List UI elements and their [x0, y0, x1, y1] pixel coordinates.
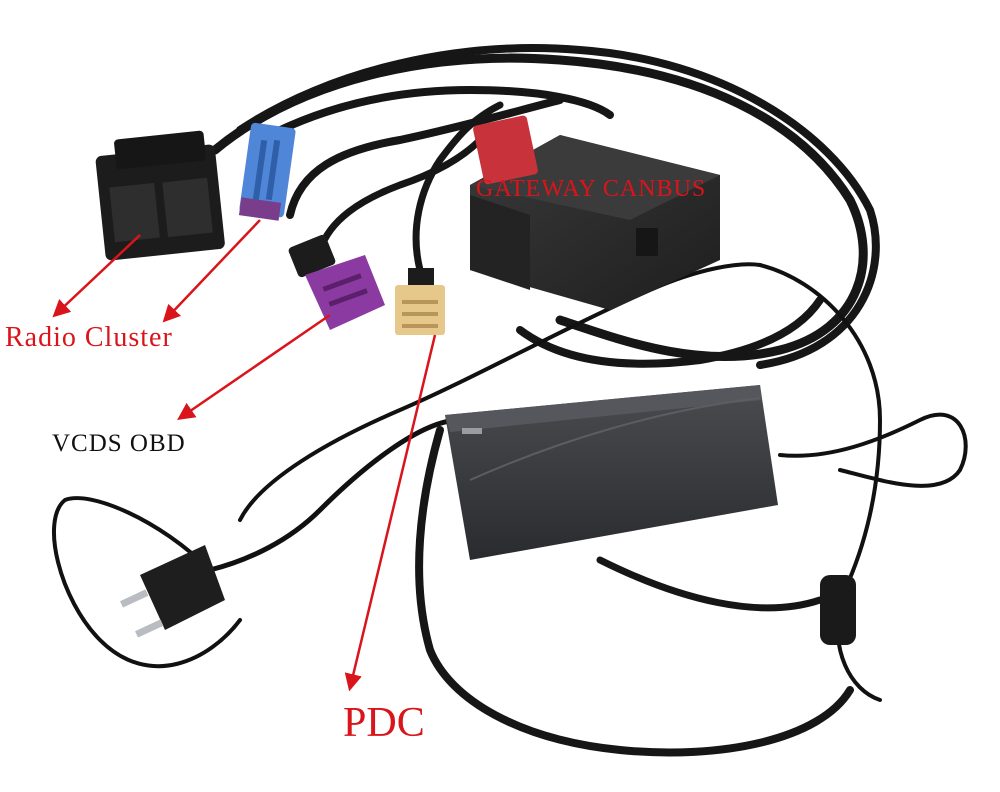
gateway-module [470, 115, 720, 310]
purple-obd-connector [288, 234, 385, 330]
yellow-pdc-connector [395, 268, 445, 335]
blue-connector [238, 122, 296, 221]
plug-icon [120, 545, 225, 638]
black-quadlock-connector [95, 130, 225, 261]
power-cord [52, 262, 968, 702]
pdc-label: PDC [343, 700, 425, 746]
power-adapter [445, 385, 778, 560]
cable-bundle [210, 44, 880, 757]
ferrite-bead [820, 575, 856, 645]
radio-cluster-label: Radio Cluster [5, 322, 173, 353]
arrow-icon [52, 219, 437, 692]
gateway-canbus-label: GATEWAY CANBUS [476, 176, 707, 202]
vcds-obd-label: VCDS OBD [52, 430, 186, 457]
